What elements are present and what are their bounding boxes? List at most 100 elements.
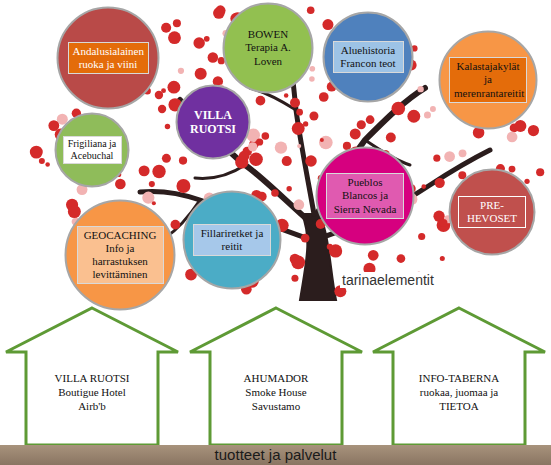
story-circle: Andalusialainen ruoka ja viini [56,6,160,110]
product-arrow: INFO-TABERNAruokaa, juomaa ja TIETOA [371,306,547,445]
circle-text: Frigiliana ja Acebuchal [67,138,118,162]
blossom-dot [248,142,257,151]
blossom-dot [421,184,426,189]
blossom-dot [536,168,544,176]
story-circle: Pueblos Blancos ja Sierra Nevada [315,146,415,246]
blossom-dot [162,154,171,163]
blossom-dot [262,132,270,140]
blossom-dot [290,98,300,108]
arrow-text: VILLA RUOTSI [30,372,154,386]
blossom-dot [158,105,166,113]
blossom-dot [524,179,529,184]
text-box: Fillariretket ja reitit [193,224,271,256]
blossom-dot [173,19,181,27]
blossom-dot [176,179,190,193]
blossom-dot [397,254,406,263]
text-box: Aluehistoria Francon teot [333,41,404,73]
text-box: Kalastajakylät ja merenrantareitit [449,57,527,103]
circle-text: Kalastajakylät ja merenrantareitit [454,60,522,100]
story-circle: Aluehistoria Francon teot [322,11,414,103]
blossom-dot [275,141,287,153]
arrow-text: Smoke House Savustamo [235,386,317,414]
circle-text: Fillariretket ja reitit [198,227,266,253]
blossom-dot [322,19,333,30]
blossom-dot [386,133,396,143]
blossom-dot [39,158,45,164]
circle-text: Pueblos Blancos ja Sierra Nevada [331,176,399,216]
blossom-dot [291,255,305,269]
blossom-dot [305,155,317,167]
blossom-dot [439,219,447,227]
circle-outline [58,8,159,109]
blossom-dot [208,52,219,63]
blossom-dot [193,37,204,48]
circle-text: PRE-HEVOSET [463,199,521,225]
arrow-text: INFO-TABERNA [397,372,521,386]
circle-outline [317,148,414,245]
story-circle: Kalastajakylät ja merenrantareitit [438,30,538,130]
blossom-dot [424,111,431,118]
blossom-dot [509,166,516,173]
blossom-dot [319,136,333,150]
circle-text: GEOCACHING [82,229,159,242]
blossom-dot [168,31,181,44]
tree-trunk [140,55,490,300]
blossom-dot [195,68,207,80]
tree-label: tarinaelementit [340,272,436,288]
circle-outline [450,170,535,255]
circle-outline [56,114,129,187]
blossom-dot [256,96,266,106]
blossom-dot [152,165,165,178]
blossom-dot [204,36,210,42]
blossom-dot [170,220,180,230]
circle-text: VILLA RUOTSI [188,108,239,137]
blossom-dot [165,124,170,129]
product-arrow: VILLA RUOTSIBoutigue Hotel Airb'b [4,306,180,445]
blossom-dot [282,156,292,166]
blossom-dot [30,146,43,159]
blossom-dot [161,88,166,93]
text-box: Frigiliana ja Acebuchal [63,136,122,164]
text-box: PRE-HEVOSET [458,196,526,228]
blossom-dot [144,193,149,198]
circle-text: Info ja harrastuksen levittäminen [82,242,159,282]
blossom-dot [309,112,318,121]
blossom-dot [528,125,539,136]
blossom-dot [368,250,379,261]
blossom-dot [418,233,425,240]
base-band: tuotteet ja palvelut [0,445,551,465]
circle-outline [440,32,537,129]
blossom-dot [357,120,366,129]
blossom-dot [430,106,436,112]
blossom-dot [239,151,250,162]
text-box: BOWEN Terapia A. Loven [233,26,304,70]
blossom-dot [366,115,375,124]
blossom-dot [319,92,329,102]
text-box: Pueblos Blancos ja Sierra Nevada [326,173,404,219]
blossom-dot [291,275,298,282]
blossom-dot [343,142,351,150]
blossom-dot [256,138,263,145]
blossom-dot [292,122,305,135]
blossom-dot [215,5,225,15]
blossom-dot [459,149,467,157]
circle-text: Andalusialainen ruoka ja viini [73,45,144,71]
blossom-dot [309,76,315,82]
text-box: VILLA RUOTSI [184,106,243,139]
blossom-dot [433,155,440,162]
band-text: tuotteet ja palvelut [0,445,551,465]
arrow-text: ruokaa, juomaa ja TIETOA [408,386,510,414]
blossom-dot [301,234,310,243]
circle-outline [177,86,250,159]
arrow-text: Boutigue Hotel Airb'b [51,386,133,414]
story-circle: Fillariretket ja reitit [182,190,282,290]
blossom-dot [249,153,263,167]
arrow-outline [373,308,545,445]
text-box: Andalusialainen ruoka ja viini [68,42,149,74]
blossom-dot [350,129,361,140]
blossom-dot [507,132,518,143]
blossom-dot [417,86,423,92]
arrow-text-area: AHUMADORSmoke House Savustamo [214,372,338,413]
product-arrow: AHUMADORSmoke House Savustamo [188,306,364,445]
